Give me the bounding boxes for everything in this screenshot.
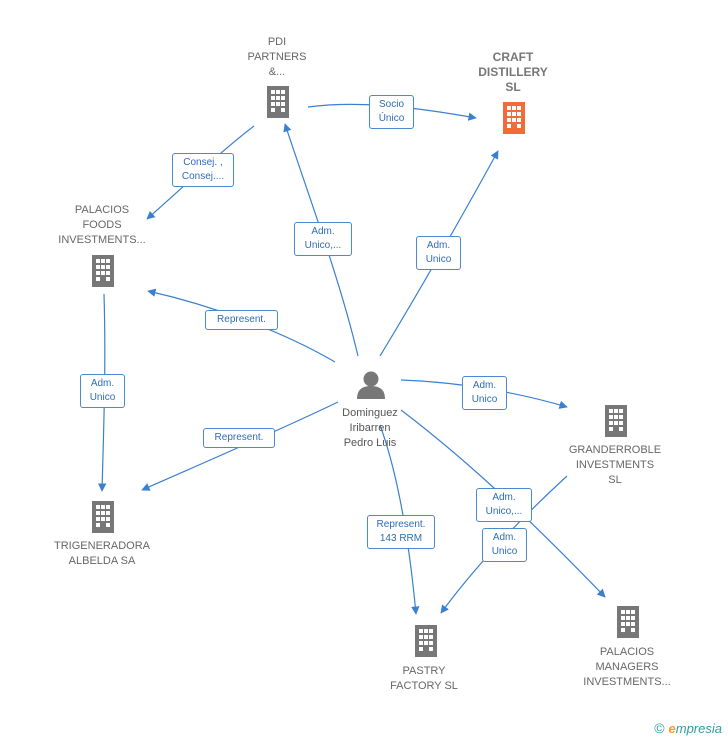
edge-label-adm-unico-pdi: Adm. Unico,... xyxy=(294,222,352,256)
node-label-granderroble[interactable]: GRANDERROBLE INVESTMENTS SL xyxy=(568,444,662,486)
palacios-foods-building-icon xyxy=(92,255,114,287)
node-label-trigeneradora[interactable]: TRIGENERADORA ALBELDA SA xyxy=(54,540,150,567)
granderroble-building-icon xyxy=(605,405,627,437)
edge-label-represent-pastry: Represent. 143 RRM xyxy=(367,515,435,549)
node-label-craft[interactable]: CRAFT DISTILLERY SL xyxy=(478,50,548,94)
node-label-palacios-foods[interactable]: PALACIOS FOODS INVESTMENTS... xyxy=(58,204,146,246)
craft-building-icon xyxy=(503,102,525,134)
edge-label-consej: Consej. , Consej.... xyxy=(172,153,234,187)
trigeneradora-building-icon xyxy=(92,501,114,533)
pastry-building-icon xyxy=(415,625,437,657)
copyright-icon: © xyxy=(654,720,665,736)
node-label-palacios-managers[interactable]: PALACIOS MANAGERS INVESTMENTS... xyxy=(583,646,671,688)
edge-label-socio-unico: Socio Único xyxy=(369,95,414,129)
edge-label-represent-foods: Represent. xyxy=(205,310,278,330)
node-label-pastry[interactable]: PASTRY FACTORY SL xyxy=(390,665,458,692)
person-icon xyxy=(357,371,385,399)
node-label-pdi[interactable]: PDI PARTNERS &... xyxy=(247,36,307,78)
pdi-building-icon xyxy=(267,86,289,118)
edge-label-adm-unico-craft: Adm. Unico xyxy=(416,236,461,270)
footer-brand: ©empresia xyxy=(654,720,722,736)
edge-label-adm-unico-foods-trig: Adm. Unico xyxy=(80,374,125,408)
palacios-managers-building-icon xyxy=(617,606,639,638)
brand-name: mpresia xyxy=(675,721,722,736)
edge-label-represent-trig: Represent. xyxy=(203,428,275,448)
edge-label-adm-unico-grand-pastry: Adm. Unico xyxy=(482,528,527,562)
edge-label-adm-unico-managers: Adm. Unico,... xyxy=(476,488,532,522)
brand-initial: e xyxy=(668,721,676,736)
edge-label-adm-unico-grand: Adm. Unico xyxy=(462,376,507,410)
node-label-person[interactable]: Dominguez Iribarren Pedro Luis xyxy=(342,407,398,449)
